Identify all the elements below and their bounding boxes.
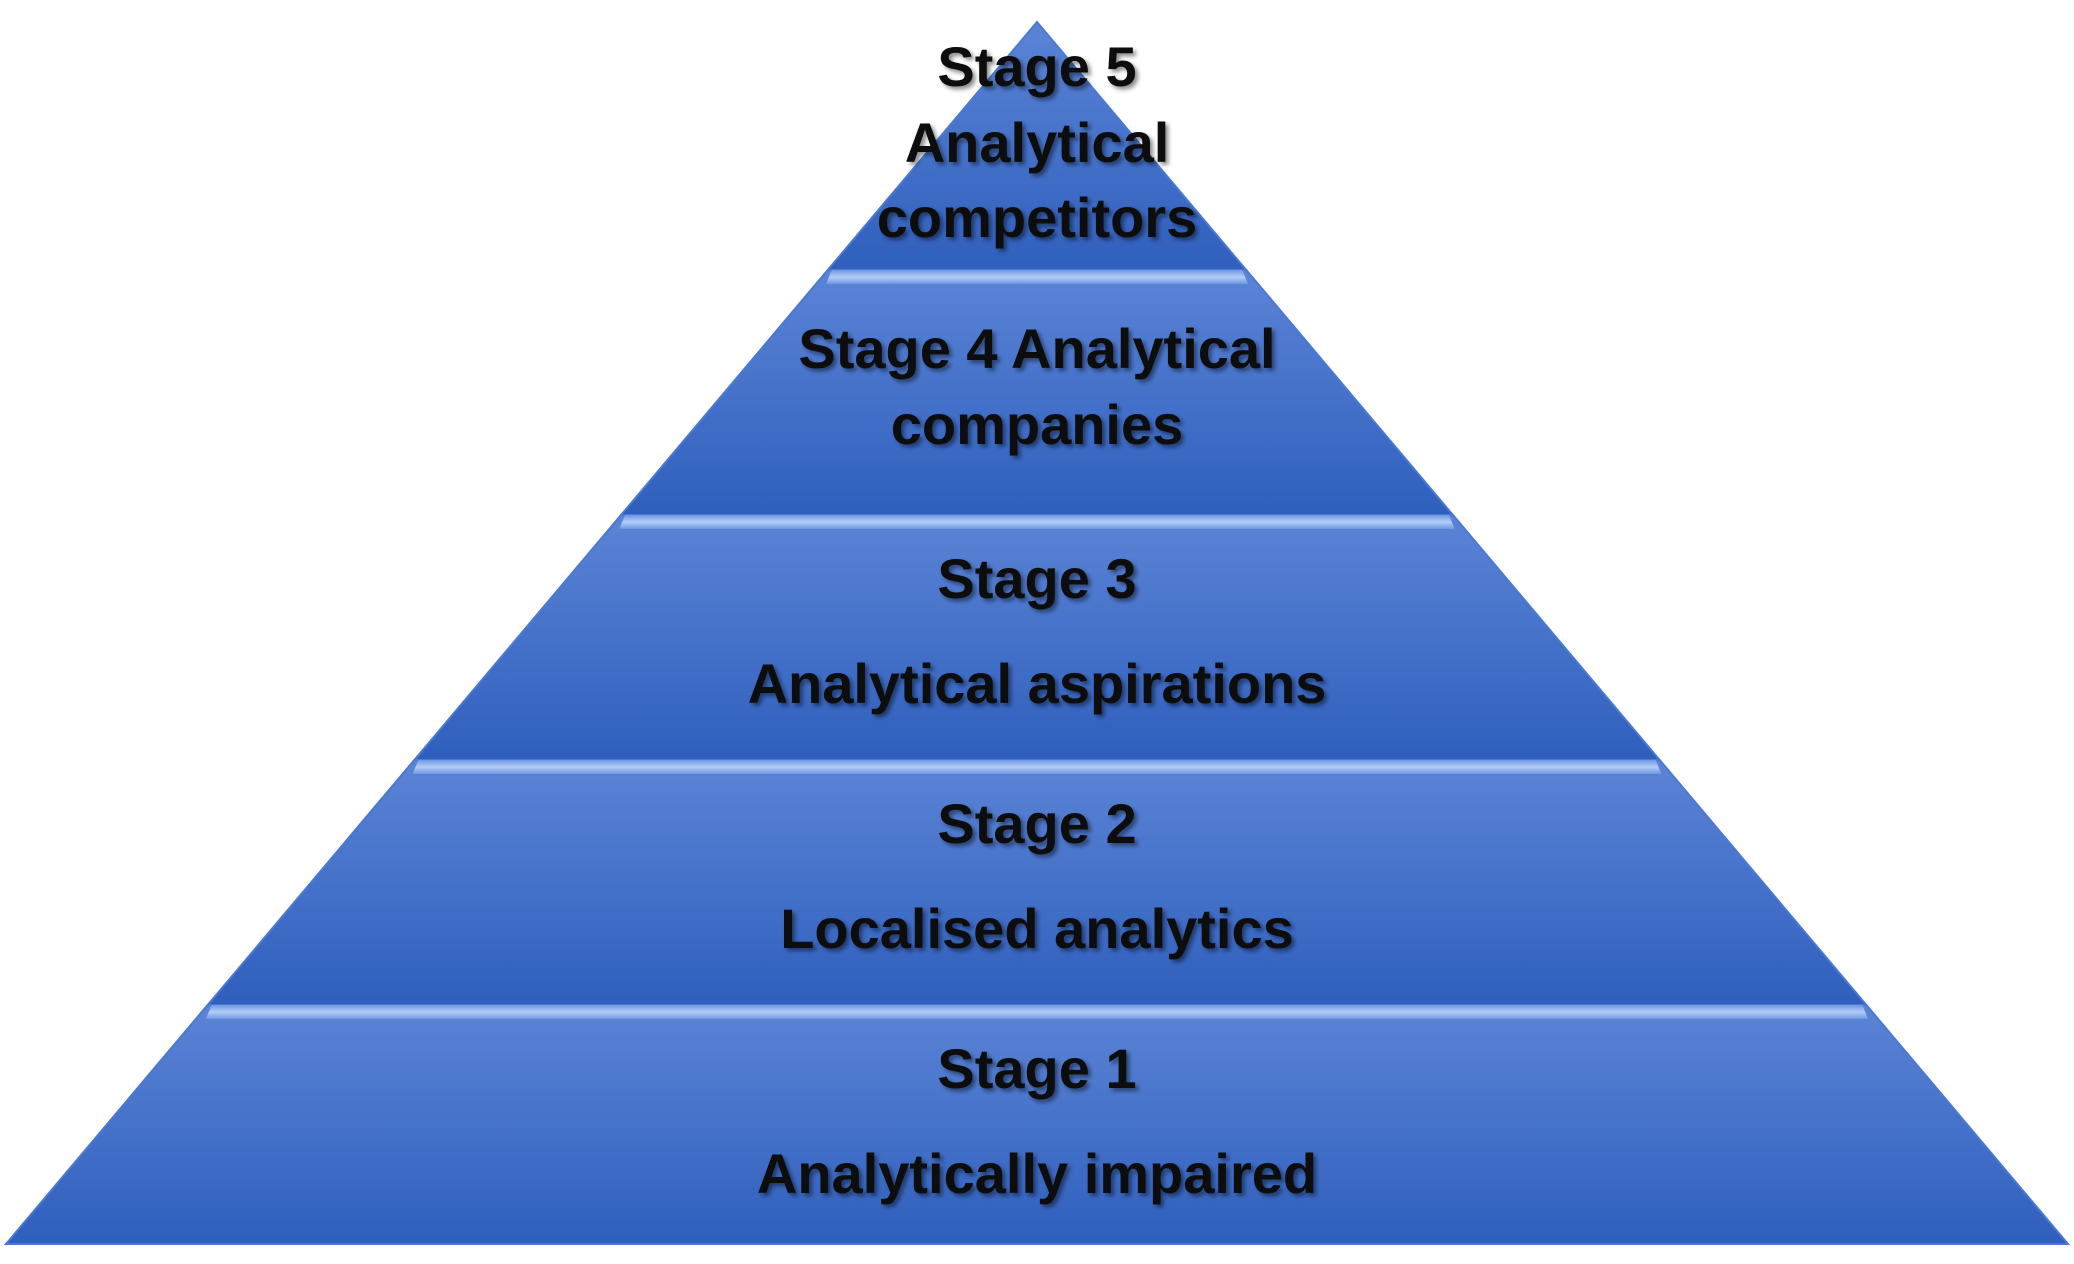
tier-label-stage-3: Stage 3 Analytical aspirations: [748, 547, 1327, 715]
tier-label-line: Stage 5: [937, 35, 1136, 98]
tier-label-line: Analytically impaired: [757, 1142, 1317, 1205]
tier-separator: [412, 760, 1662, 774]
tier-label-line: Localised analytics: [780, 897, 1294, 960]
tier-label-line: Stage 3: [937, 547, 1136, 610]
tier-label-line: competitors: [877, 186, 1198, 249]
tier-separator: [825, 270, 1249, 284]
tier-label-line: Analytical: [905, 111, 1170, 174]
pyramid-tiers: [3, 20, 2071, 1245]
tier-label-line: Stage 1: [937, 1037, 1136, 1100]
tier-label-stage-5: Stage 5 Analytical competitors: [877, 35, 1198, 249]
tier-label-line: Stage 4 Analytical: [798, 317, 1275, 380]
tier-label-stage-2: Stage 2 Localised analytics: [780, 792, 1294, 960]
tier-label-line: Stage 2: [937, 792, 1136, 855]
tier-separator: [619, 515, 1455, 529]
tier-separator: [205, 1005, 1869, 1019]
tier-label-line: Analytical aspirations: [748, 652, 1327, 715]
tier-label-stage-1: Stage 1 Analytically impaired: [757, 1037, 1317, 1205]
tier-label-stage-4: Stage 4 Analytical companies: [798, 317, 1275, 456]
tier-separators: [205, 270, 1869, 1019]
tier-label-line: companies: [891, 393, 1184, 456]
